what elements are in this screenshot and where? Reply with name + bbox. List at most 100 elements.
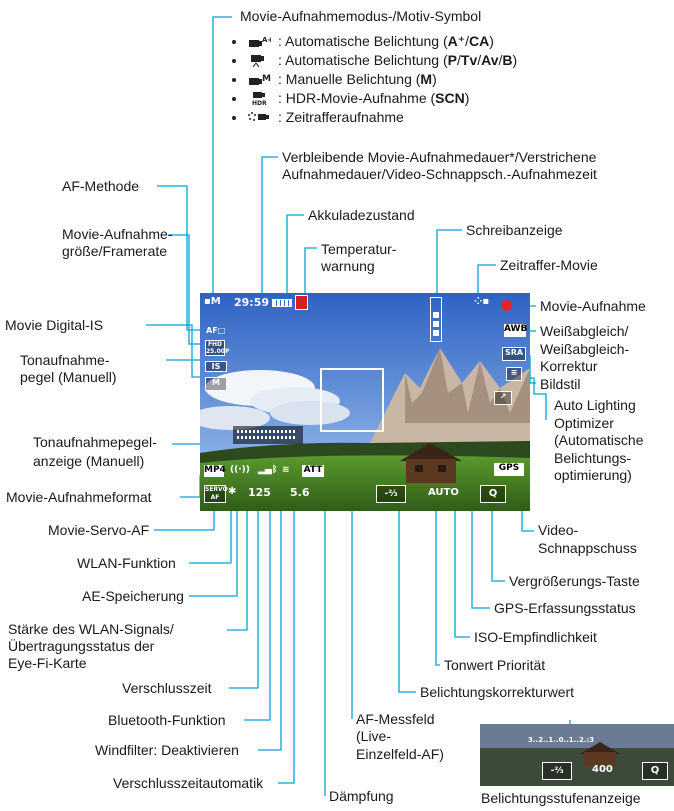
iso-value: AUTO [428,487,459,498]
recording-dot [501,300,512,311]
white-balance-label: Weißabgleich/ [540,323,629,339]
aperture-value: 5.6 [290,486,310,499]
af-point-frame[interactable] [320,368,384,432]
wlan-signal-label: Stärke des WLAN-Signals/ [8,621,174,637]
svg-text:M: M [262,74,271,84]
remaining-time: 29:59 [234,296,270,309]
exposure-level-label: Belichtungsstufenanzeige [481,790,641,806]
battery-label: Akkuladezustand [308,207,415,223]
wind-filter-icon: ≋ [282,465,290,475]
leader-auto-shutter [278,500,295,784]
temp-warning-label-2: warnung [321,258,375,274]
sound-meter-label-2: anzeige (Manuell) [33,453,145,469]
movie-size-label-2: größe/Framerate [62,243,168,259]
magnify-button[interactable]: Q [480,485,506,503]
magnify-button-label: Vergrößerungs-Taste [509,573,640,589]
leader-magnify [491,490,505,582]
leader-servo [154,502,215,531]
white-balance-label-3: Korrektur [540,358,598,374]
leader-sound-level [166,359,206,378]
program-auto-icon [251,55,264,68]
inset-iso: 400 [592,764,613,775]
wlan-signal-label-3: Eye-Fi-Karte [8,655,87,671]
ae-lock-label: AE-Speicherung [82,588,184,604]
exposure-level-inset: 3..2..1..0..1..2.:3 -⅔ 400 Q [480,724,674,786]
leader-bluetooth [244,478,271,721]
write-indicator-label: Schreibanzeige [466,222,563,238]
white-balance-icon: AWB [504,324,527,337]
white-balance-label-2: Weißabgleich- [540,341,630,357]
leader-iso [454,500,470,638]
signal-strength-icon: ▂▄ [258,465,272,475]
leader-remaining-time [261,156,278,298]
auto-shutter-label: Verschlusszeitautomatik [113,775,264,791]
leader-gps [471,478,490,609]
alo-label-2: Optimizer [554,415,614,431]
svg-text:HDR: HDR [252,100,267,106]
remaining-time-label: Verbleibende Movie-Aufnahmedauer*/Verstr… [282,149,597,165]
ae-lock-icon: ✱ [228,486,237,497]
exposure-level-scale: 3..2..1..0..1..2.:3 [528,736,595,744]
movie-recording-label: Movie-Aufnahme [540,298,646,314]
landscape-photo [200,293,530,511]
leader-tone [435,500,440,666]
leader-ae-lock [189,493,238,597]
write-indicator [430,297,442,342]
movie-format-label: Movie-Aufnahmeformat [6,489,152,505]
leader-af-method [157,185,206,331]
movie-size-label: Movie-Aufnahme- [62,226,173,242]
wlan-icon: ((·)) [230,465,250,475]
leader-timelapse [477,264,496,298]
shutter-speed-value: 125 [248,486,271,499]
bluetooth-label: Bluetooth-Funktion [108,712,226,728]
inset-magnify: Q [642,762,668,780]
leader-signal [227,478,248,631]
leader-digital-is [146,324,206,361]
leader-exp-comp [398,500,416,693]
auto-exposure-icon: A+ [249,36,271,47]
exposure-comp-label: Belichtungskorrekturwert [420,684,575,700]
af-point-label-3: Einzelfeld-AF) [356,746,444,762]
time-lapse-icon: ⁘▪ [474,296,490,307]
tone-priority-label: Tonwert Priorität [444,657,546,673]
leader-wind [258,478,282,751]
leader-temp [304,247,317,298]
leader-battery [286,214,304,298]
digital-is-label: Movie Digital-IS [5,317,104,333]
attenuator-icon: ATT [302,465,324,477]
wb-correction-icon: SRA [502,347,526,361]
svg-text:A+: A+ [262,36,271,44]
bluetooth-icon: ᛒ [272,465,278,475]
timelapse-movie-label: Zeitraffer-Movie [500,257,598,273]
af-point-label: AF-Messfeld [356,711,435,727]
battery-icon [272,299,292,307]
alo-label-3: (Automatische [554,432,644,448]
attenuator-label: Dämpfung [329,788,394,804]
alo-label: Auto Lighting [554,397,636,413]
leader-write [436,229,462,296]
leader-mode-icon [212,16,232,297]
alo-icon: ↗ [494,391,512,405]
iso-label: ISO-Empfindlichkeit [474,629,597,645]
mode-icon-label: Movie-Aufnahmemodus-/Motiv-Symbol [240,8,482,24]
movie-format-icon: MP4 [204,465,226,477]
servo-af-label: Movie-Servo-AF [48,522,150,538]
af-point-label-2: (Live- [356,728,392,744]
leader-shutter [229,503,259,689]
inset-exp-comp: -⅔ [542,762,572,780]
af-method-icon: AF□ [206,326,226,335]
temperature-warning-icon [295,295,308,310]
gps-status-label: GPS-Erfassungsstatus [494,600,636,616]
hdr-movie-icon: HDR [252,92,267,106]
video-snapshot-label: Video- [538,522,579,538]
digital-is-icon: IS [205,361,227,372]
sound-meter-label: Tonaufnahmepegel- [33,434,157,450]
manual-movie-icon: M [249,74,271,85]
picture-style-icon: ≡ [506,367,522,381]
temp-warning-label: Temperatur- [321,241,397,257]
remaining-time-label-2: Aufnahmedauer/Video-Schnappsch.-Aufnahme… [282,166,597,182]
alo-label-5: optimierung) [554,467,632,483]
exposure-comp-value: -⅔ [376,485,406,503]
alo-label-4: Belichtungs- [554,450,632,466]
leader-alo [524,377,547,420]
